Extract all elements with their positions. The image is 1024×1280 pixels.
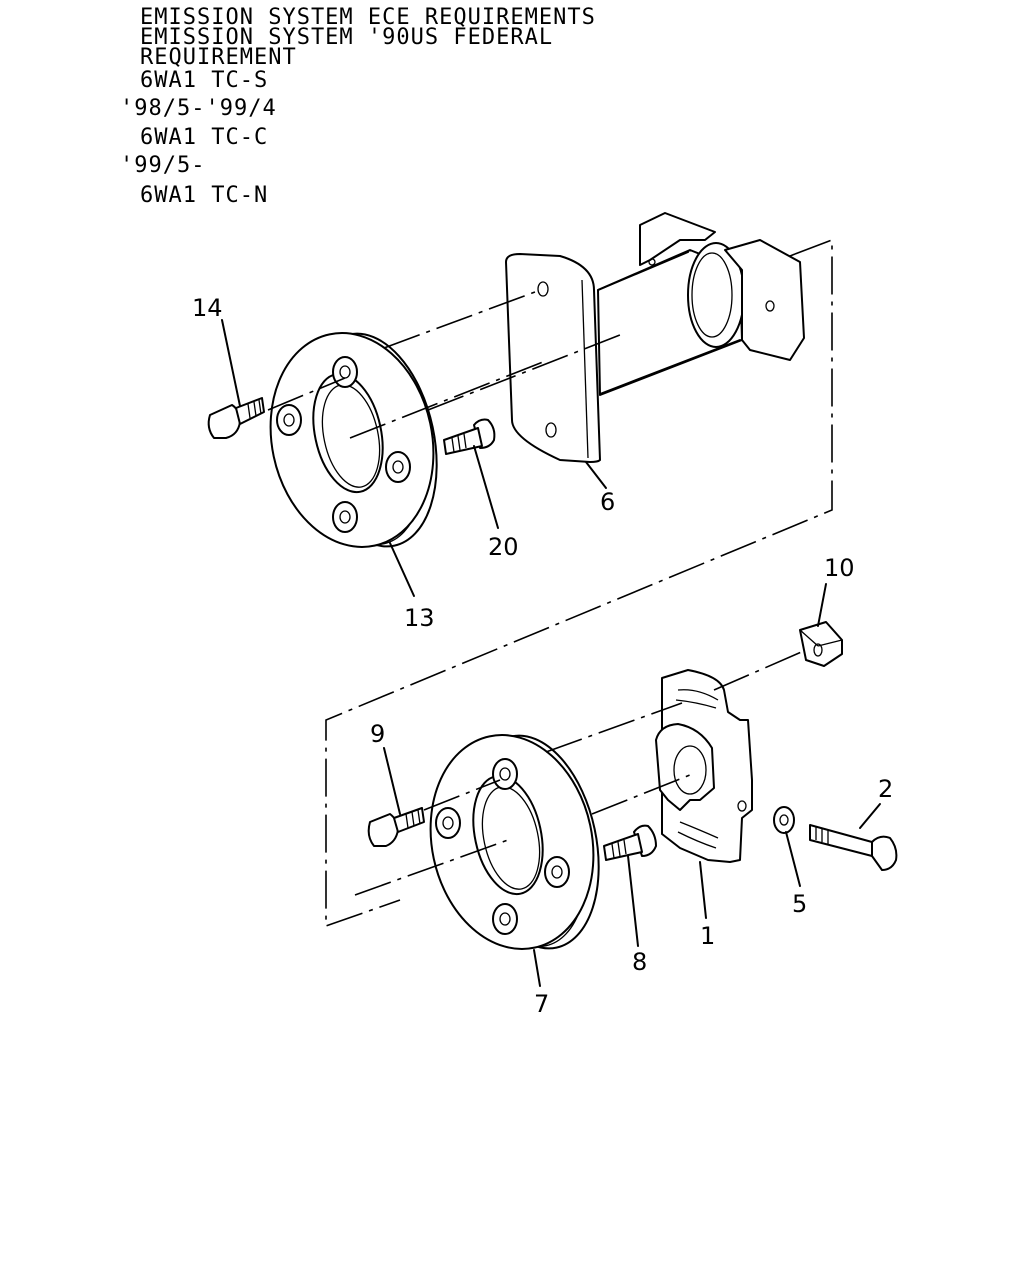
bolt-part-2 [809, 824, 898, 871]
leader-20 [473, 445, 499, 529]
leader-13 [389, 542, 415, 597]
bolt-part-9 [367, 807, 425, 847]
upper-shaft [597, 242, 745, 396]
leader-7 [533, 949, 541, 987]
nut-part-10 [799, 621, 843, 667]
leader-9 [383, 747, 401, 815]
centerline-lower-nut [713, 649, 807, 691]
callout-1: 1 [700, 922, 715, 950]
leader-6 [585, 461, 607, 489]
header-line-3: REQUIREMENT [140, 45, 297, 70]
bolt-part-20 [443, 418, 496, 455]
centerline-lower-a [545, 702, 683, 753]
bracket-part-1 [655, 669, 753, 863]
assembly-frame [325, 238, 833, 928]
bolt-part-8 [603, 824, 657, 861]
callout-10: 10 [824, 554, 855, 582]
header-line-7: '99/5- [120, 153, 205, 178]
header-line-4: 6WA1 TC-S [140, 68, 268, 93]
header-line-6: 6WA1 TC-C [140, 125, 268, 150]
callout-20: 20 [488, 533, 519, 561]
callout-7: 7 [534, 990, 549, 1018]
header-line-8: 6WA1 TC-N [140, 183, 268, 208]
centerline-bolt-14 [267, 377, 346, 411]
leader-14 [221, 319, 241, 407]
centerline-upper-c [427, 334, 621, 411]
callout-2: 2 [878, 775, 893, 803]
flange-part-13 [269, 332, 438, 548]
header-line-5: '98/5-'99/4 [120, 96, 277, 121]
centerline-upper-b [349, 359, 549, 439]
callout-13: 13 [404, 604, 435, 632]
leader-8 [627, 855, 639, 947]
callout-9: 9 [370, 720, 385, 748]
header-block: EMISSION SYSTEM ECE REQUIREMENTS EMISSIO… [120, 5, 596, 208]
callout-5: 5 [792, 890, 807, 918]
header-line-1: EMISSION SYSTEM ECE REQUIREMENTS [140, 5, 596, 30]
centerline-bolt-9 [423, 779, 501, 811]
leader-5 [785, 831, 801, 887]
leader-1 [699, 861, 707, 919]
centerline-upper-a [383, 291, 536, 349]
washer-part-5 [773, 806, 795, 834]
rear-mounting-bracket [639, 212, 805, 361]
leader-2 [859, 803, 881, 829]
centerline-lower-b [591, 774, 691, 815]
header-line-2: EMISSION SYSTEM '90US FEDERAL [140, 25, 553, 50]
bolt-part-14 [207, 397, 265, 439]
leader-10 [817, 583, 827, 627]
plate-part-6 [505, 253, 601, 463]
callout-8: 8 [632, 948, 647, 976]
callout-14: 14 [192, 294, 223, 322]
callout-6: 6 [600, 488, 615, 516]
centerline-lower-c [354, 839, 509, 896]
flange-part-7 [429, 734, 600, 950]
